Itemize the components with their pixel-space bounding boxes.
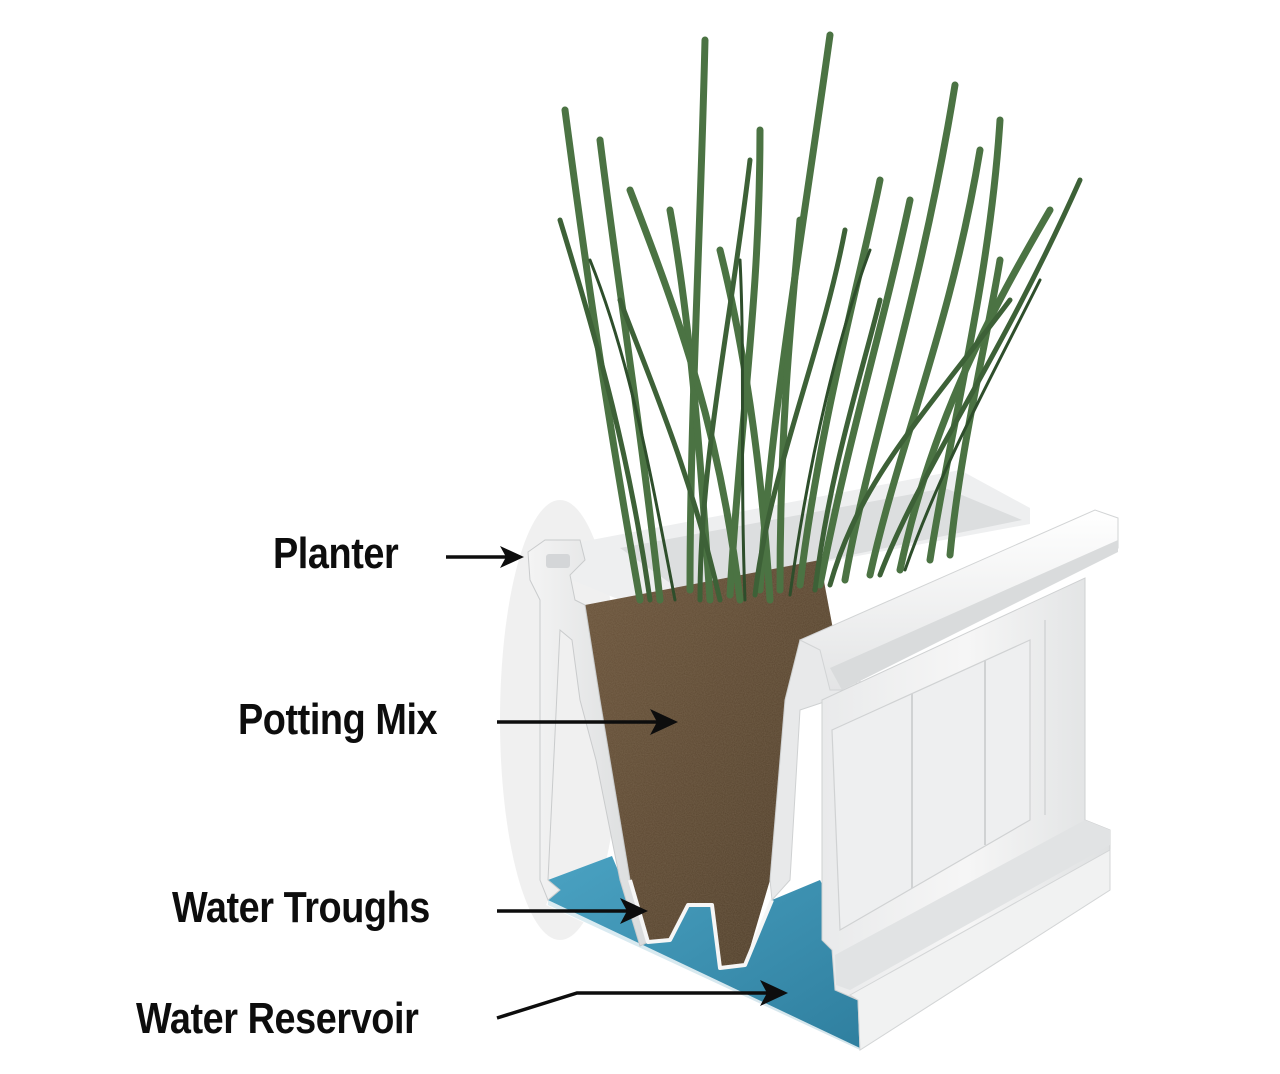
planter-front-panel (821, 577, 1111, 1051)
soil-potting-mix (585, 560, 835, 968)
arrow-water-troughs (497, 898, 648, 924)
planter-front-rim (798, 509, 1119, 691)
arrow-planter (446, 546, 524, 568)
label-planter: Planter (273, 529, 399, 578)
arrow-potting-mix (497, 709, 678, 735)
water-trough-walls (628, 879, 774, 970)
label-potting-mix: Potting Mix (238, 695, 438, 744)
grass-plant (557, 31, 1083, 604)
label-water-troughs: Water Troughs (172, 883, 430, 932)
label-water-reservoir: Water Reservoir (136, 994, 419, 1043)
arrow-water-reservoir (496, 980, 788, 1020)
leader-arrows (446, 546, 788, 1020)
left-wall-profile (527, 539, 649, 947)
